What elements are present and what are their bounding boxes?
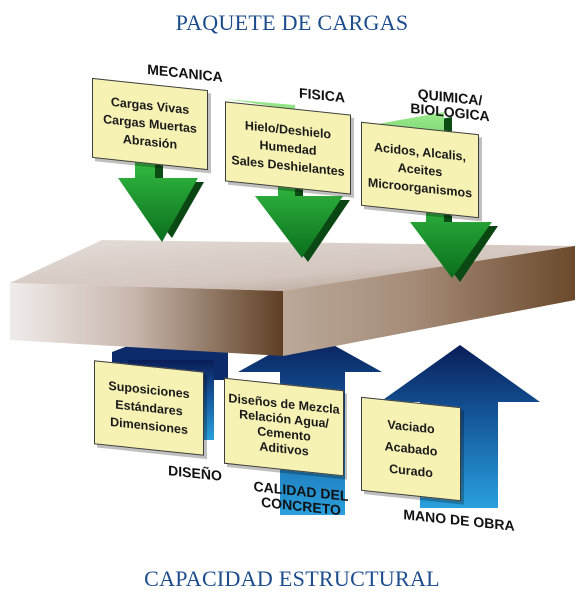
load-box-fisica: Hielo/Deshielo Humedad Sales Deshielante…: [225, 101, 351, 195]
capacity-box-mano-obra: Vaciado Acabado Curado: [361, 396, 461, 502]
load-box-quimica: Acidos, Alcalis, Aceites Microorganismos: [361, 121, 479, 219]
diagram-title-bottom: CAPACIDAD ESTRUCTURAL: [144, 566, 440, 591]
capacity-box-calidad: Diseños de Mezcla Relación Agua/ Cemento…: [224, 377, 344, 477]
diagram-title-top: PAQUETE DE CARGAS: [175, 10, 409, 35]
capacity-item: Curado: [389, 461, 433, 481]
load-box-mecanica: Cargas Vivas Cargas Muertas Abrasión: [92, 77, 208, 171]
capacity-box-diseno: Suposiciones Estándares Dimensiones: [94, 360, 204, 456]
concrete-slab: [10, 240, 575, 356]
